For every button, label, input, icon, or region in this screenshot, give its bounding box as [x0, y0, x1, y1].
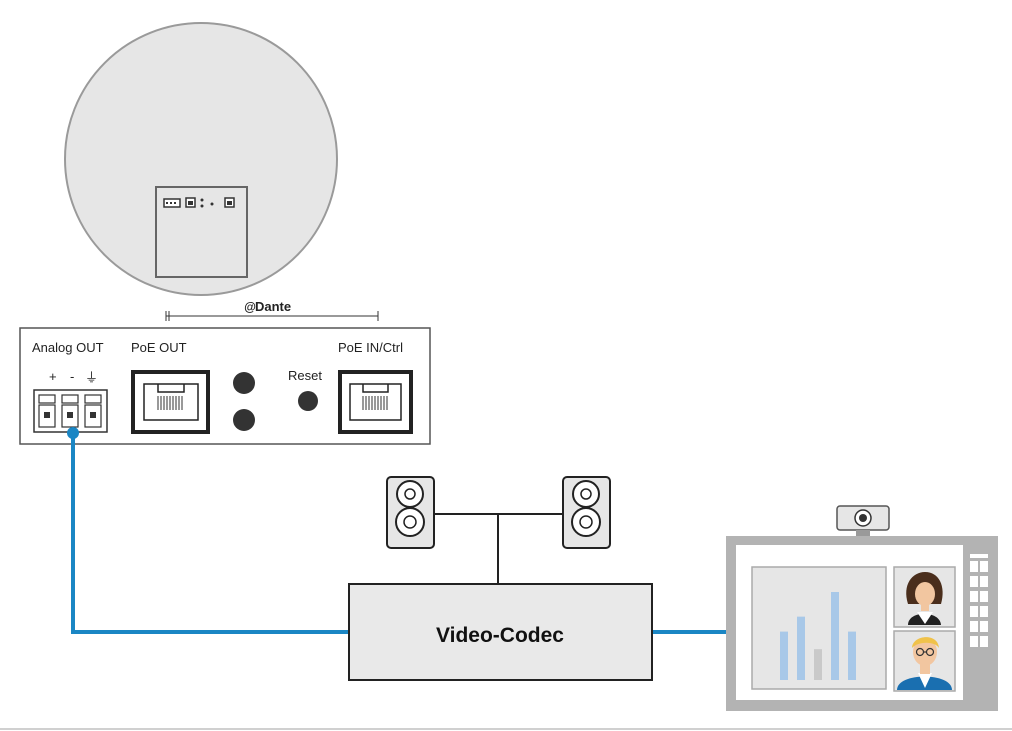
thumbnail-bar [814, 649, 822, 680]
dante-logo-text: Dante [255, 299, 291, 314]
display-side-keypad [970, 554, 988, 647]
reset-button[interactable] [298, 391, 318, 411]
status-led-bottom [233, 409, 255, 431]
dante-logo: @ Dante [244, 299, 291, 314]
poe-out-label: PoE OUT [131, 340, 187, 355]
dante-bracket [165, 311, 379, 321]
pin-ground-label: ⏚ [85, 370, 98, 385]
analog-terminal-block[interactable] [33, 389, 108, 433]
speaker-left-icon [386, 476, 435, 549]
poe-in-ctrl-rj45-port[interactable] [338, 370, 413, 434]
pin-minus-label: - [70, 369, 74, 384]
video-codec-box: Video-Codec [348, 583, 653, 681]
analog-out-label: Analog OUT [32, 340, 104, 355]
thumbnail-bar [831, 592, 839, 680]
reset-label: Reset [288, 368, 322, 383]
pin-plus-label: + [49, 369, 57, 384]
participant-woman-icon [893, 566, 956, 628]
svg-text:@: @ [244, 300, 256, 314]
participant-man-icon [893, 630, 956, 692]
ceiling-microphone-icon [64, 22, 338, 296]
display-icon [726, 536, 998, 711]
thumbnail-bar [797, 616, 805, 680]
speaker-right-icon [562, 476, 611, 549]
video-codec-label: Video-Codec [436, 624, 564, 647]
thumbnail-bar [780, 631, 788, 680]
poe-out-rj45-port[interactable] [131, 370, 210, 434]
speaker-wiring [434, 513, 563, 584]
analog-cable [67, 427, 349, 634]
bar-chart-thumbnail [780, 592, 856, 680]
device-back-panel: Analog OUT PoE OUT PoE IN/Ctrl Reset + -… [19, 327, 431, 445]
status-led-top [233, 372, 255, 394]
poe-in-ctrl-label: PoE IN/Ctrl [338, 340, 403, 355]
thumbnail-bar [848, 631, 856, 680]
